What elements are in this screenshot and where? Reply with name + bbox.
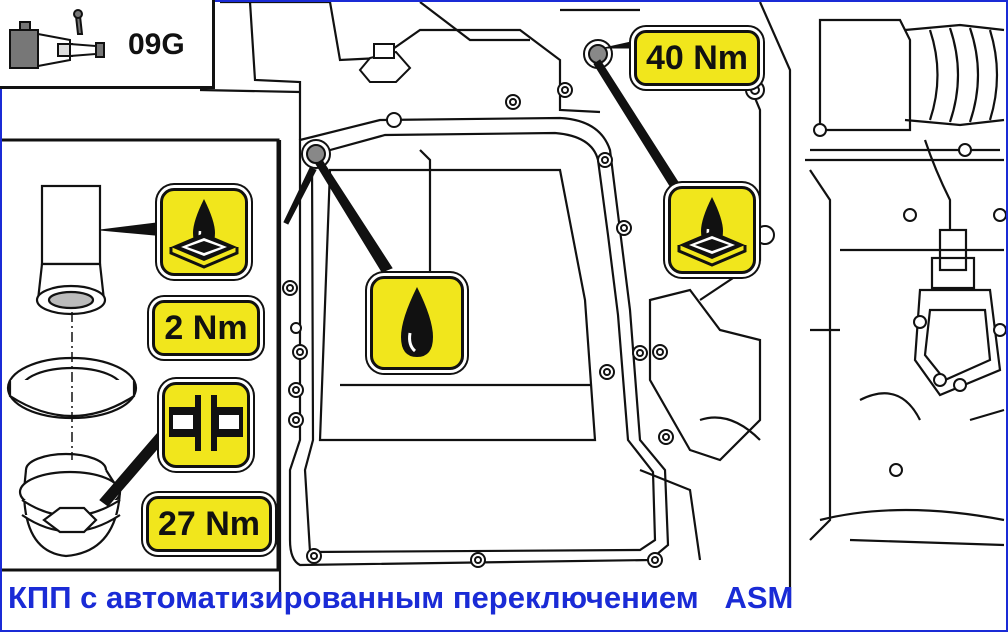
oil-drop-badge [370, 276, 464, 370]
seal-cross-section-icon [169, 395, 243, 451]
seal-badge [162, 382, 250, 468]
caption: КПП с автоматизированным переключением A… [8, 580, 794, 615]
oil-drop-icon [401, 287, 433, 357]
oil-fill-badge-right [668, 186, 756, 274]
gearbox-icon [9, 9, 105, 69]
transmission-code-box: 09G [0, 0, 215, 89]
oil-fill-badge-left [160, 188, 248, 276]
torque-badge-small: 2 Nm [152, 300, 260, 356]
torque-badge-top: 40 Nm [634, 30, 760, 86]
oil-drop-on-tray-icon [677, 197, 747, 267]
oil-drop-on-tray-icon [169, 199, 239, 269]
torque-badge-plug: 27 Nm [146, 496, 272, 552]
transmission-code: 09G [128, 28, 185, 61]
